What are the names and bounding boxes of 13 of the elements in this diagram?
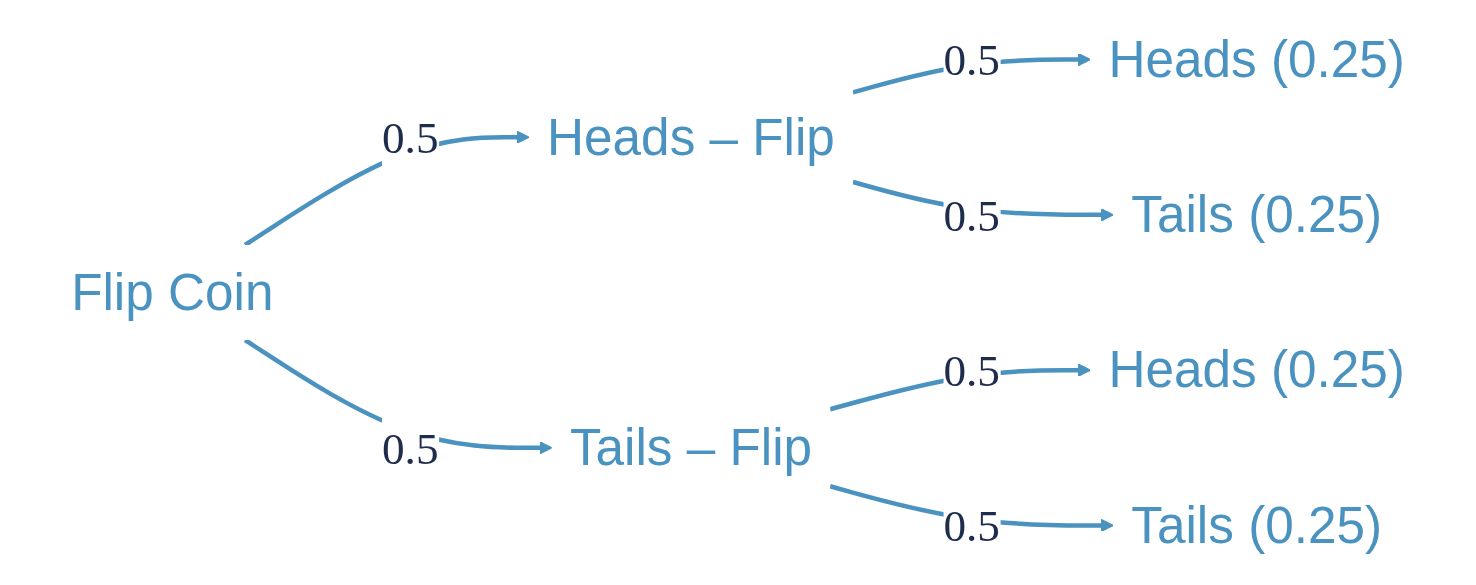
node-text: Tails (0.25)	[1131, 496, 1383, 554]
node-text: Heads (0.25)	[1108, 30, 1405, 88]
node-text: Heads (0.25)	[1108, 340, 1405, 399]
node-text: Tails (0.25)	[1131, 185, 1383, 243]
node-text: Tails – Flip	[569, 418, 813, 476]
edge-label: 0.5	[943, 34, 1000, 85]
edge-label: 0.5	[943, 189, 1000, 240]
node-text: Flip Coin	[71, 263, 274, 321]
edge-label: 0.5	[381, 112, 439, 163]
edge-label: 0.5	[943, 345, 1000, 396]
edge-label: 0.5	[381, 422, 439, 473]
edge-label: 0.5	[943, 500, 1000, 551]
node-text: Heads – Flip	[547, 107, 835, 166]
